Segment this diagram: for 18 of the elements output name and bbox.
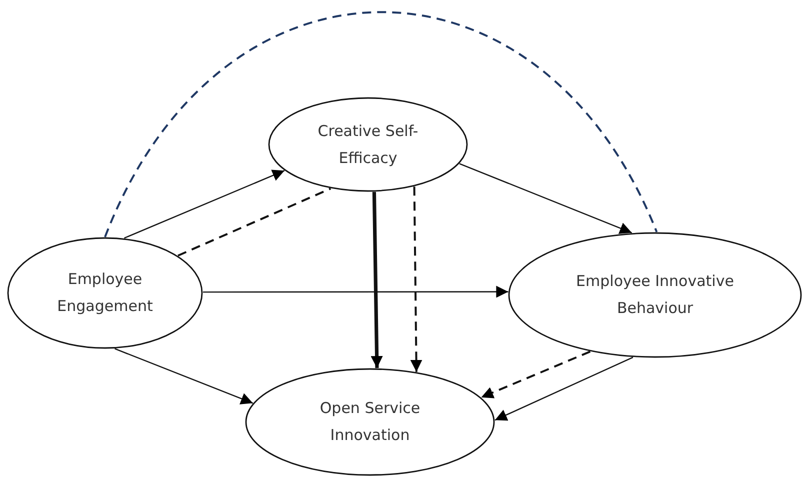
node-label: Employee Innovative Behaviour — [575, 271, 735, 319]
dashed-line — [178, 188, 332, 257]
dashed-arrow — [410, 186, 422, 372]
arrow — [370, 192, 383, 368]
node-label: Creative Self-Efficacy — [316, 120, 420, 168]
arrow — [494, 356, 634, 421]
arrow — [124, 170, 285, 239]
node-label: Employee Engagement — [56, 269, 154, 317]
arrow — [202, 286, 508, 298]
ellipse-node — [7, 237, 203, 349]
node-label: Open Service Innovation — [318, 398, 422, 446]
ellipse-node — [508, 232, 802, 358]
arrow — [114, 348, 254, 404]
ellipse-node — [268, 97, 468, 192]
dashed-curve — [104, 11, 658, 238]
ellipse-node — [245, 368, 495, 476]
dashed-arrow — [480, 350, 591, 398]
arrow — [459, 163, 632, 234]
